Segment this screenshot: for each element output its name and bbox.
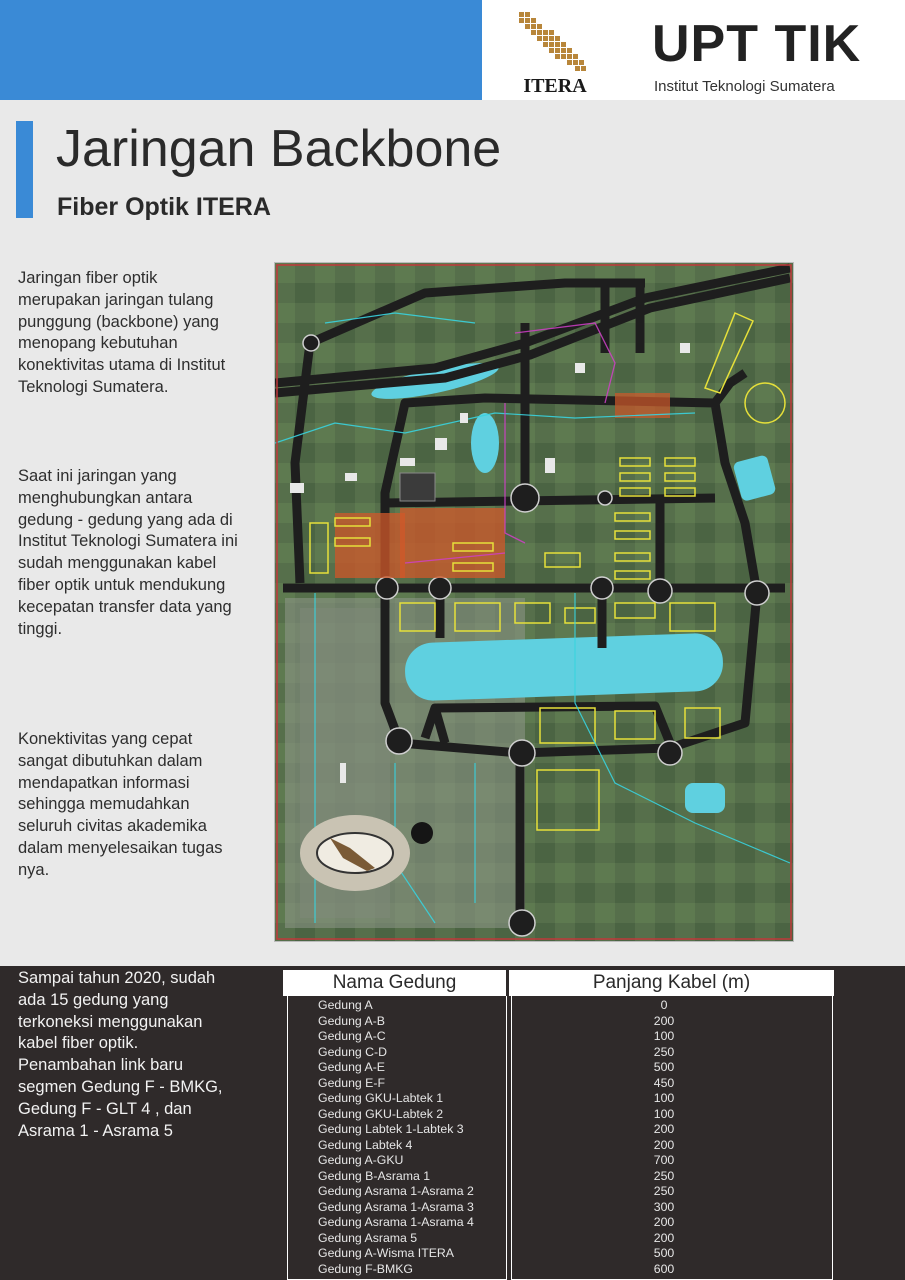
cell-cable-length: 0 <box>660 998 668 1012</box>
page-subtitle: Fiber Optik ITERA <box>57 193 271 221</box>
description-paragraph-2: Saat ini jaringan yang menghubungkan ant… <box>18 467 238 638</box>
cell-cable-length: 200 <box>653 1230 675 1245</box>
table-row: Gedung A 0 <box>283 998 834 1014</box>
header-accent-bar <box>0 0 482 100</box>
table-row: Gedung A-Wisma ITERA 500 <box>283 1246 834 1262</box>
cell-cable-length: 250 <box>653 1168 675 1183</box>
brand-title: UPT TIK <box>652 15 862 73</box>
table-row: Gedung GKU-Labtek 1 100 <box>283 1091 834 1107</box>
table-row: Gedung Labtek 1-Labtek 3 200 <box>283 1122 834 1138</box>
cell-building-name: Gedung A-E <box>318 1060 385 1074</box>
cell-building-name: Gedung E-F <box>318 1075 385 1090</box>
cell-building-name: Gedung GKU-Labtek 1 <box>318 1091 444 1105</box>
table-row: Gedung A-B 200 <box>283 1014 834 1030</box>
table-row: Gedung Asrama 5 200 <box>283 1231 834 1247</box>
itera-logo: ITERA <box>515 10 595 98</box>
table-header-name: Nama Gedung <box>283 970 506 996</box>
cell-building-name: Gedung F-BMKG <box>318 1261 413 1276</box>
logo-text: ITERA <box>523 75 587 97</box>
table-row: Gedung A-E 500 <box>283 1060 834 1076</box>
cell-cable-length: 600 <box>653 1261 675 1276</box>
table-row: Gedung B-Asrama 1 250 <box>283 1169 834 1185</box>
cell-cable-length: 500 <box>653 1060 675 1074</box>
cell-cable-length: 450 <box>653 1075 675 1090</box>
table-body: Gedung A 0 Gedung A-B 200 Gedung A-C 100 Ge… <box>283 998 834 1277</box>
cable-length-table: Nama Gedung Panjang Kabel (m) Gedung A 0 … <box>283 968 834 1280</box>
cell-building-name: Gedung B-Asrama 1 <box>318 1168 431 1183</box>
table-header-length: Panjang Kabel (m) <box>509 970 834 996</box>
cell-cable-length: 200 <box>653 1013 675 1028</box>
cell-cable-length: 250 <box>653 1044 675 1059</box>
table-row: Gedung Asrama 1-Asrama 3 300 <box>283 1200 834 1216</box>
cell-cable-length: 700 <box>653 1153 675 1167</box>
table-row: Gedung A-C 100 <box>283 1029 834 1045</box>
table-row: Gedung E-F 450 <box>283 1076 834 1092</box>
title-accent-bar <box>16 121 33 218</box>
summary-text: Sampai tahun 2020, sudah ada 15 gedung y… <box>18 969 223 1140</box>
cell-building-name: Gedung Asrama 1-Asrama 3 <box>318 1199 474 1214</box>
cell-cable-length: 300 <box>653 1199 675 1214</box>
header: ITERA UPT TIK Institut Teknologi Sumater… <box>0 0 905 100</box>
cell-cable-length: 500 <box>653 1246 675 1260</box>
cell-building-name: Gedung C-D <box>318 1044 388 1059</box>
cell-building-name: Gedung A-GKU <box>318 1153 404 1167</box>
cell-cable-length: 100 <box>653 1091 675 1105</box>
cell-building-name: Gedung Labtek 1-Labtek 3 <box>318 1122 464 1136</box>
description-paragraph-1: Jaringan fiber optik merupakan jaringan … <box>18 269 226 396</box>
cell-building-name: Gedung Labtek 4 <box>318 1137 413 1152</box>
table-row: Gedung GKU-Labtek 2 100 <box>283 1107 834 1123</box>
cell-building-name: Gedung Asrama 1-Asrama 4 <box>318 1215 474 1229</box>
cell-building-name: Gedung A <box>318 998 373 1012</box>
cell-building-name: Gedung Asrama 1-Asrama 2 <box>318 1184 474 1198</box>
cell-building-name: Gedung Asrama 5 <box>318 1230 418 1245</box>
cell-cable-length: 200 <box>653 1215 675 1229</box>
cell-building-name: Gedung A-C <box>318 1029 386 1043</box>
table-row: Gedung F-BMKG 600 <box>283 1262 834 1278</box>
cell-cable-length: 100 <box>653 1029 675 1043</box>
cell-cable-length: 200 <box>653 1122 675 1136</box>
page-title: Jaringan Backbone <box>56 120 502 178</box>
cell-building-name: Gedung A-Wisma ITERA <box>318 1246 454 1260</box>
table-row: Gedung A-GKU 700 <box>283 1153 834 1169</box>
table-row: Gedung Labtek 4 200 <box>283 1138 834 1154</box>
brand-subtitle: Institut Teknologi Sumatera <box>654 78 835 95</box>
cell-cable-length: 250 <box>653 1184 675 1198</box>
campus-network-map <box>274 262 794 942</box>
description-paragraph-3: Konektivitas yang cepat sangat dibutuhka… <box>18 730 223 879</box>
campus-map-image <box>275 263 793 941</box>
itera-logo-icon <box>519 12 586 71</box>
cell-cable-length: 100 <box>653 1106 675 1121</box>
table-row: Gedung Asrama 1-Asrama 2 250 <box>283 1184 834 1200</box>
cell-cable-length: 200 <box>653 1137 675 1152</box>
table-row: Gedung Asrama 1-Asrama 4 200 <box>283 1215 834 1231</box>
cell-building-name: Gedung GKU-Labtek 2 <box>318 1106 444 1121</box>
cell-building-name: Gedung A-B <box>318 1013 385 1028</box>
table-row: Gedung C-D 250 <box>283 1045 834 1061</box>
summary-panel <box>0 966 905 1280</box>
